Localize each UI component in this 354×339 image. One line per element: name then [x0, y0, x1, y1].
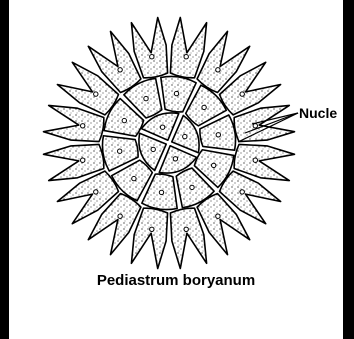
nucleus — [216, 214, 220, 218]
nucleus — [118, 68, 122, 72]
nucleus — [173, 157, 177, 161]
nucleus — [118, 214, 122, 218]
nucleus — [94, 190, 98, 194]
nucleus — [253, 124, 257, 128]
nucleus — [202, 105, 206, 109]
nucleus — [253, 158, 257, 162]
nucleus — [174, 91, 178, 95]
nucleus — [190, 185, 194, 189]
nucleus — [144, 96, 148, 100]
nuclei-label: Nucle — [299, 105, 337, 121]
nucleus — [216, 68, 220, 72]
nucleus — [184, 55, 188, 59]
nucleus — [184, 227, 188, 231]
nucleus — [81, 124, 85, 128]
nucleus — [150, 227, 154, 231]
nucleus — [150, 55, 154, 59]
cells-group — [44, 18, 295, 269]
nucleus — [81, 158, 85, 162]
nucleus — [216, 133, 220, 137]
figure-caption: Pediastrum boryanum — [9, 272, 343, 289]
nucleus — [94, 92, 98, 96]
nucleus — [122, 118, 126, 122]
figure-panel: Nucle Pediastrum boryanum — [9, 0, 343, 339]
nucleus — [183, 134, 187, 138]
nucleus — [240, 190, 244, 194]
nucleus — [118, 149, 122, 153]
nucleus — [159, 190, 163, 194]
nucleus — [160, 125, 164, 129]
nucleus — [132, 176, 136, 180]
nucleus — [151, 147, 155, 151]
nucleus — [212, 163, 216, 167]
nucleus — [240, 92, 244, 96]
